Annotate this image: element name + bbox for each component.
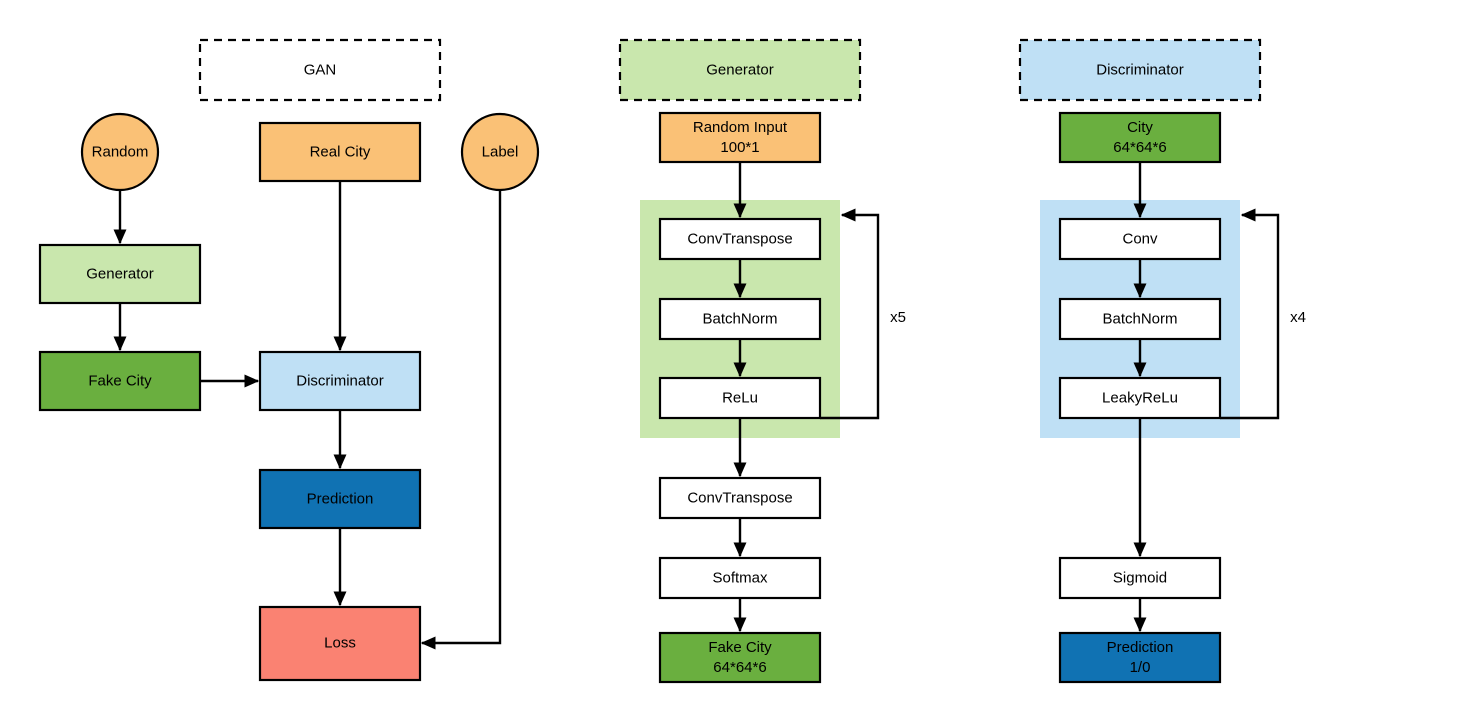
edge-discriminator-repeat-loop	[1220, 208, 1280, 420]
generator-panel-label: Generator	[706, 61, 774, 78]
node-generator-batchnorm-label: BatchNorm	[702, 310, 777, 327]
node-discriminator-batchnorm-label: BatchNorm	[1102, 310, 1177, 327]
node-fake-city	[38, 350, 202, 412]
node-generator	[38, 243, 202, 305]
edge-generator-repeat-loop	[820, 208, 880, 420]
discriminator-panel-box	[1018, 38, 1262, 102]
node-fake-city-output	[658, 631, 822, 684]
node-random-label: Random	[92, 143, 149, 160]
node-random-input-line1: Random Input	[693, 119, 788, 136]
discriminator-group: Discriminator City 64*64*6 Conv BatchNor…	[1018, 38, 1306, 684]
node-relu	[658, 376, 822, 420]
node-convtranspose-final-label: ConvTranspose	[687, 489, 792, 506]
node-prediction-output-line2: 1/0	[1130, 659, 1151, 676]
node-real-city-label: Real City	[310, 143, 371, 160]
node-random-input-line2: 100*1	[720, 139, 759, 156]
node-sigmoid	[1058, 556, 1222, 600]
node-softmax-label: Softmax	[712, 569, 768, 586]
node-fake-city-output-line2: 64*64*6	[713, 659, 766, 676]
gan-panel-box	[198, 38, 442, 102]
node-generator-batchnorm	[658, 297, 822, 341]
node-prediction	[258, 468, 422, 530]
generator-group: Generator Random Input 100*1 ConvTranspo…	[618, 38, 906, 684]
node-loss-label: Loss	[324, 634, 356, 651]
node-convtranspose-loop-label: ConvTranspose	[687, 230, 792, 247]
node-city-input-line2: 64*64*6	[1113, 139, 1166, 156]
node-fake-city-output-line1: Fake City	[708, 639, 772, 656]
node-conv-label: Conv	[1122, 230, 1158, 247]
discriminator-loop-count-label: x4	[1290, 309, 1306, 326]
node-relu-label: ReLu	[722, 389, 758, 406]
edge-label-to-loss	[420, 190, 502, 650]
discriminator-panel-label: Discriminator	[1096, 61, 1184, 78]
gan-group: GAN Random Real City Label Generator Fak…	[38, 38, 540, 682]
generator-loop-count-label: x5	[890, 309, 906, 326]
node-prediction-label: Prediction	[307, 490, 374, 507]
node-loss	[258, 605, 422, 682]
node-leakyrelu-label: LeakyReLu	[1102, 389, 1178, 406]
node-label-circle-label: Label	[482, 143, 519, 160]
node-discriminator	[258, 350, 422, 412]
node-fake-city-label: Fake City	[88, 372, 152, 389]
node-discriminator-label: Discriminator	[296, 372, 384, 389]
gan-panel-label: GAN	[304, 61, 337, 78]
node-conv	[1058, 217, 1222, 261]
node-softmax	[658, 556, 822, 600]
node-prediction-output	[1058, 631, 1222, 684]
node-generator-label: Generator	[86, 265, 154, 282]
node-random-input	[658, 111, 822, 164]
node-city-input	[1058, 111, 1222, 164]
node-convtranspose-final	[658, 476, 822, 520]
node-prediction-output-line1: Prediction	[1107, 639, 1174, 656]
node-city-input-line1: City	[1127, 119, 1153, 136]
node-discriminator-batchnorm	[1058, 297, 1222, 341]
node-sigmoid-label: Sigmoid	[1113, 569, 1167, 586]
generator-panel-box	[618, 38, 862, 102]
node-leakyrelu	[1058, 376, 1222, 420]
